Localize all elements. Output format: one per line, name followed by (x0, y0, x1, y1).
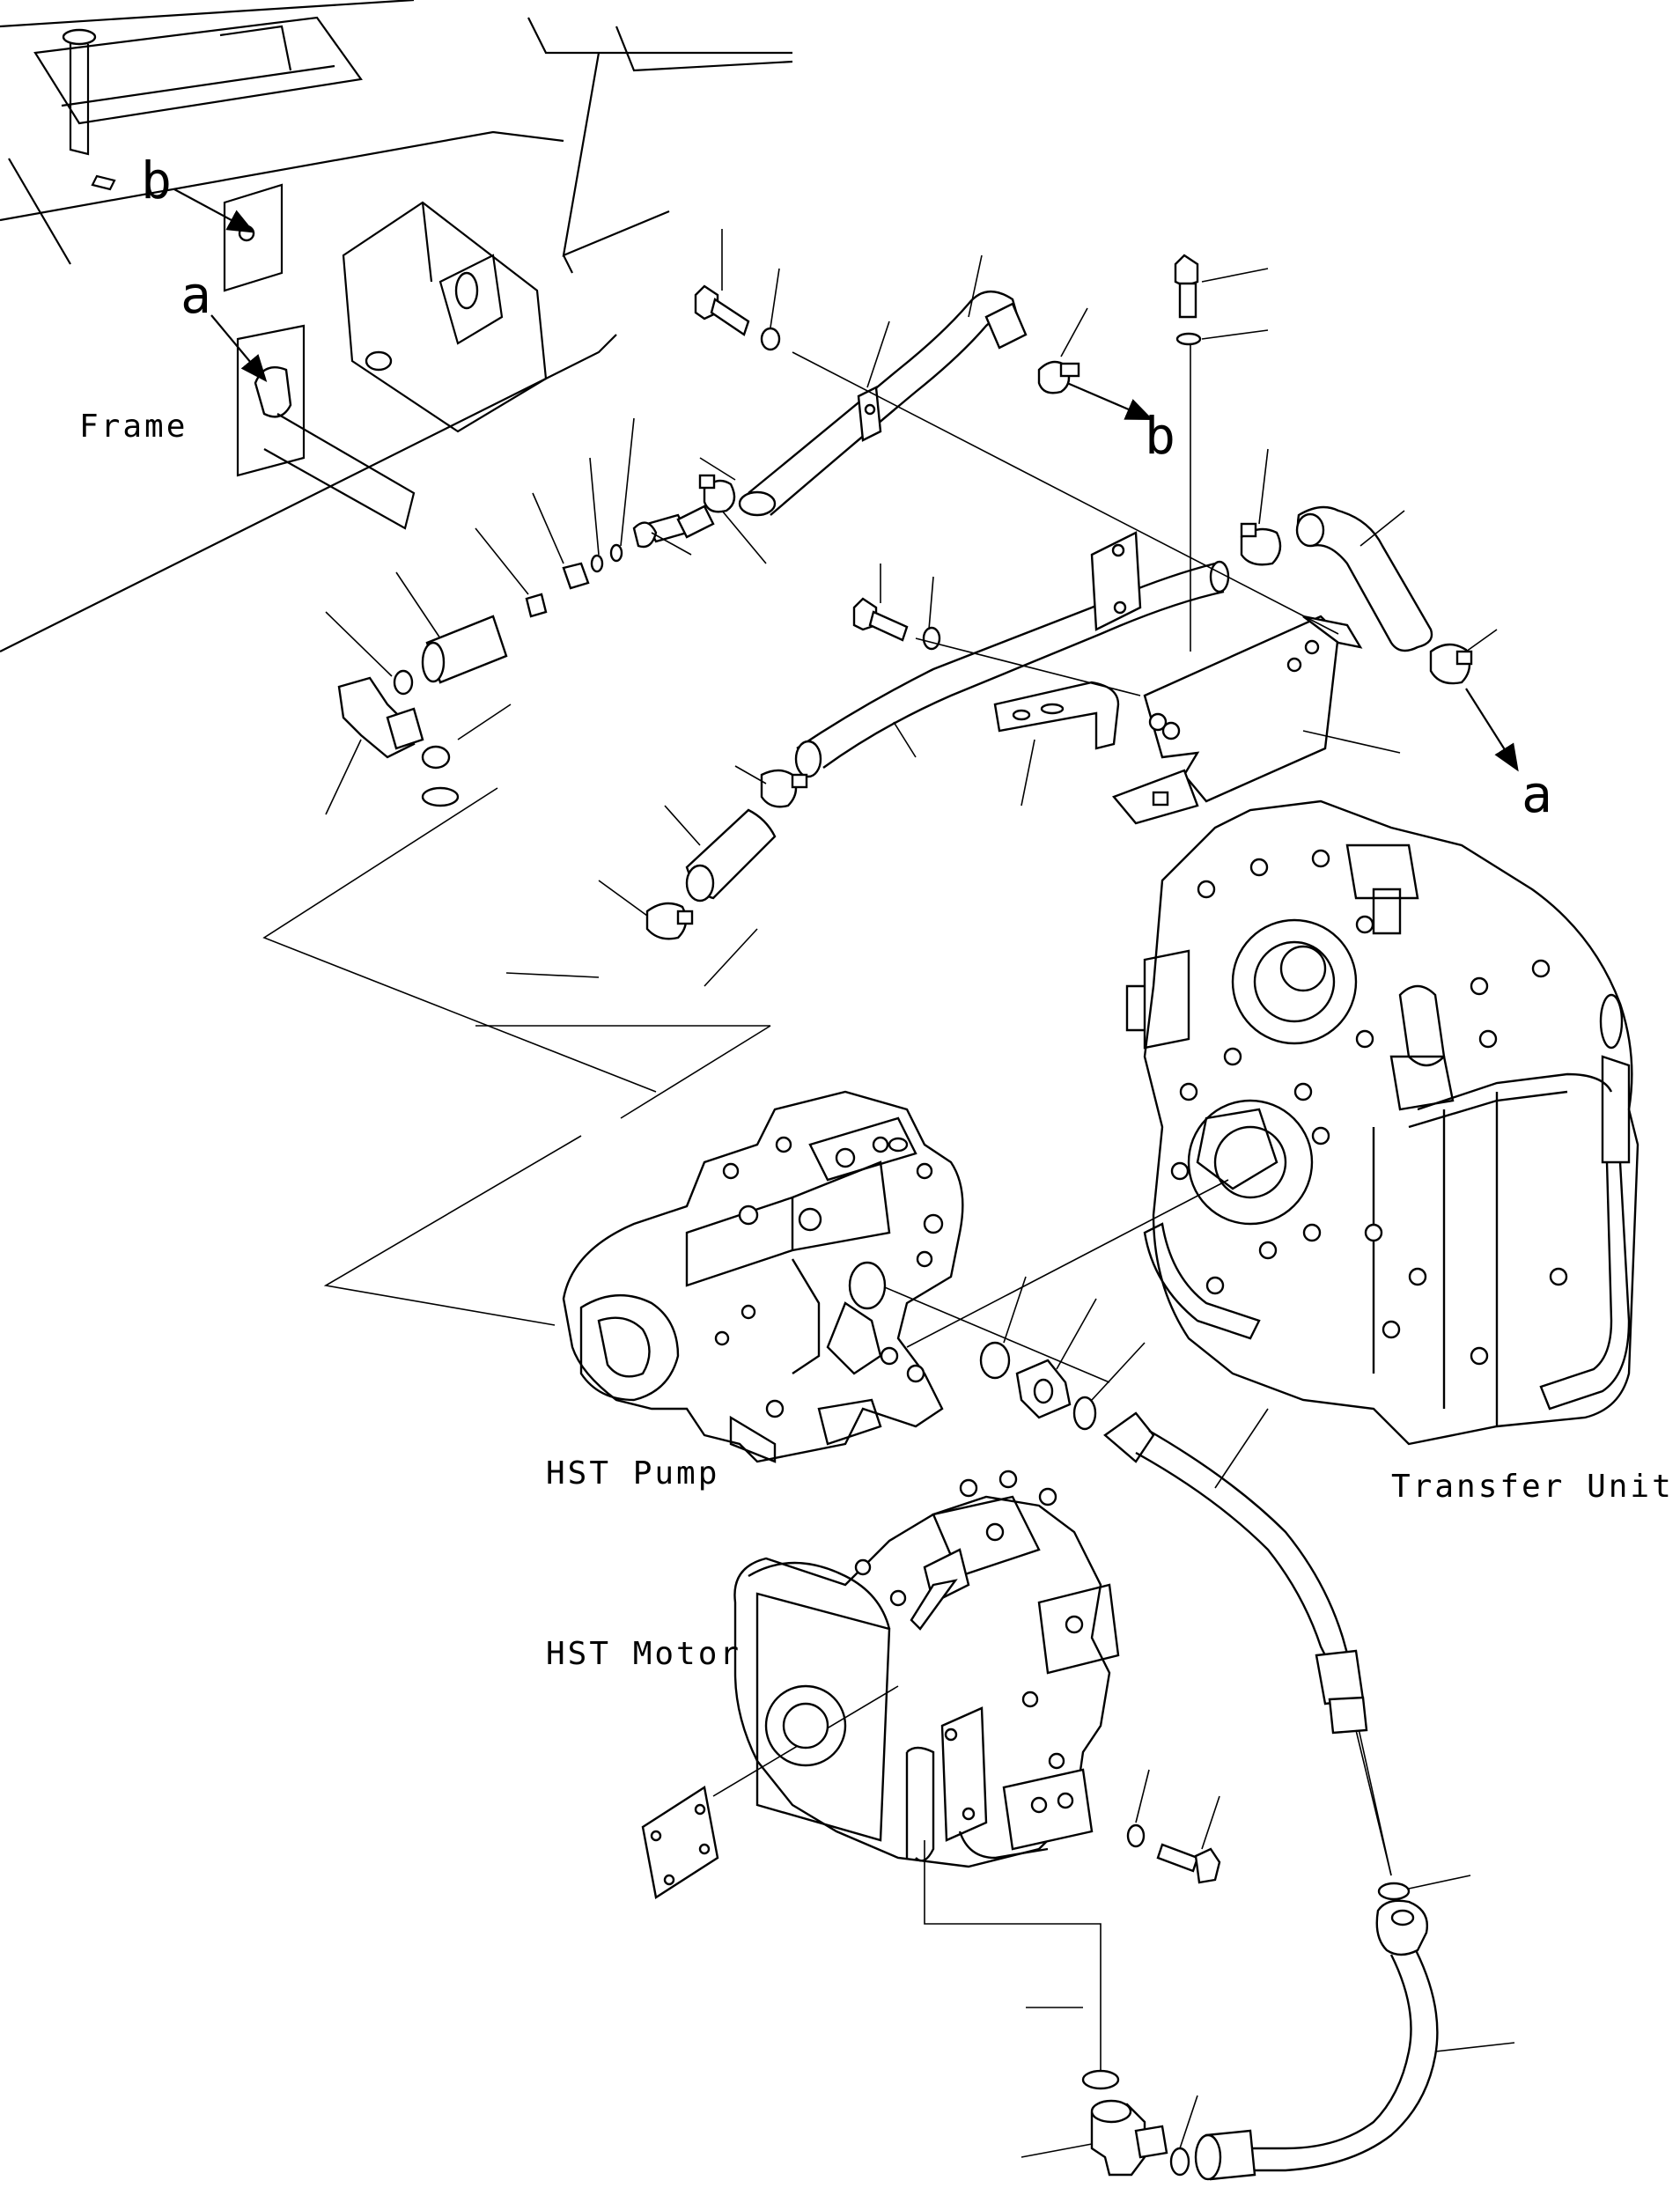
ref-a-hose: a (1522, 764, 1552, 824)
lower-hose-assembly (979, 1341, 1439, 2181)
ref-b-hose: b (1145, 406, 1175, 466)
assembly-guide-lines (262, 351, 1392, 2078)
transfer-unit (1125, 799, 1639, 1446)
leader-lines (325, 229, 1498, 987)
frame-label: Frame (79, 409, 188, 445)
motor-bolt (1126, 1823, 1221, 1884)
ref-a-frame: a (181, 265, 211, 325)
main-pipe-assembly (645, 531, 1363, 940)
leader-lines-lower (1003, 1276, 1515, 2158)
ref-b-frame: b (141, 151, 172, 210)
gasket-plate (641, 1786, 719, 1899)
hst-motor (733, 1470, 1120, 1868)
transfer-unit-label: Transfer Unit (1391, 1469, 1674, 1505)
upper-right-hardware (1066, 254, 1519, 772)
hst-pump-label: HST Pump (546, 1455, 719, 1492)
upper-pipe-assembly (337, 284, 1080, 807)
frame-assembly (0, 0, 793, 652)
hst-pump (562, 1090, 964, 1463)
hst-motor-label: HST Motor (546, 1636, 741, 1672)
